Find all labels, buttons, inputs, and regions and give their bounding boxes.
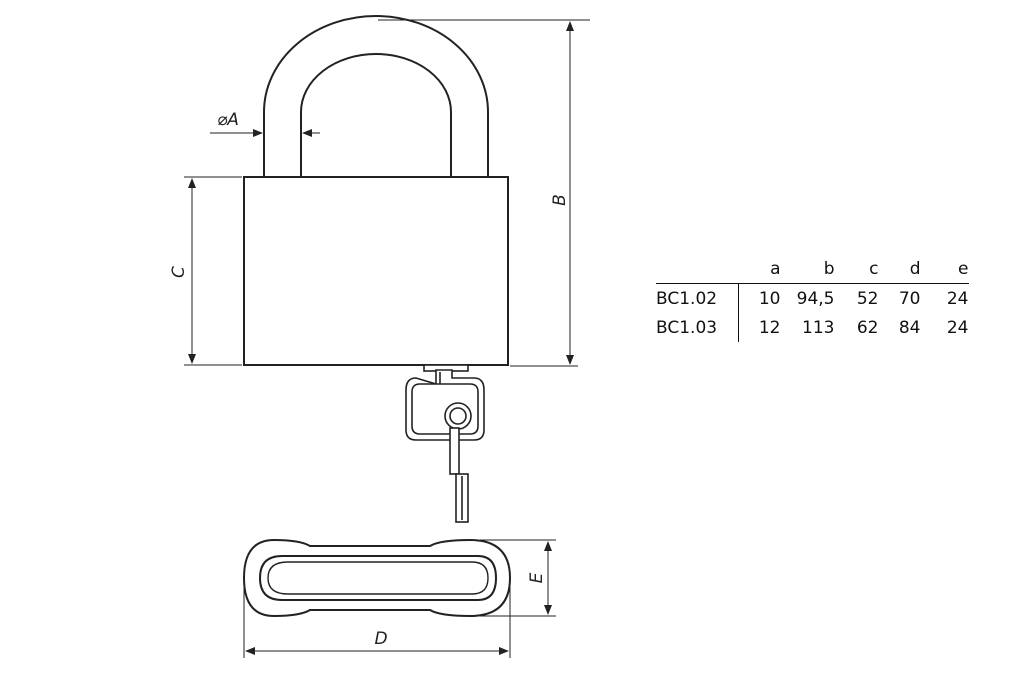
padlock-body (243, 176, 509, 366)
table-cell: 70 (898, 288, 921, 309)
table-cell: 62 (856, 317, 879, 338)
table-header-c: c (834, 254, 879, 284)
table-cell: 24 (946, 288, 969, 309)
dimension-c (184, 176, 242, 366)
dimension-e-label: E (527, 572, 547, 583)
dimension-b (378, 19, 590, 367)
table-cell: 84 (898, 317, 921, 338)
table-header-model (656, 254, 739, 284)
dimension-c-label: C (169, 266, 189, 278)
table-cell: 94,5 (796, 288, 835, 309)
table-cell: 113 (802, 317, 835, 338)
table-header-row: a b c d e (656, 254, 969, 284)
dimension-b-label: B (550, 194, 570, 206)
padlock-bottom-view (242, 538, 512, 618)
dimension-d (243, 582, 511, 658)
shackle (263, 15, 489, 178)
table-cell: 10 (758, 288, 781, 309)
table-header-d: d (878, 254, 921, 284)
keys (405, 369, 485, 523)
dimensions-table: a b c d e BC1.02 10 94,5 52 70 24 BC1.03… (656, 254, 969, 342)
table-cell: 52 (856, 288, 879, 309)
dimension-e (480, 539, 556, 617)
table-row: BC1.02 10 94,5 52 70 24 (656, 283, 969, 313)
table-header-e: e (920, 254, 969, 284)
dimension-d-label: D (374, 629, 387, 649)
table-row: BC1.03 12 113 62 84 24 (656, 313, 969, 342)
table-cell-model: BC1.02 (656, 283, 739, 313)
dimension-a-label: ⌀A (217, 110, 239, 130)
table-cell-model: BC1.03 (656, 313, 739, 342)
table-cell: 12 (758, 317, 781, 338)
table-cell: 24 (946, 317, 969, 338)
table-header-b: b (780, 254, 835, 284)
table-header-a: a (738, 254, 781, 284)
